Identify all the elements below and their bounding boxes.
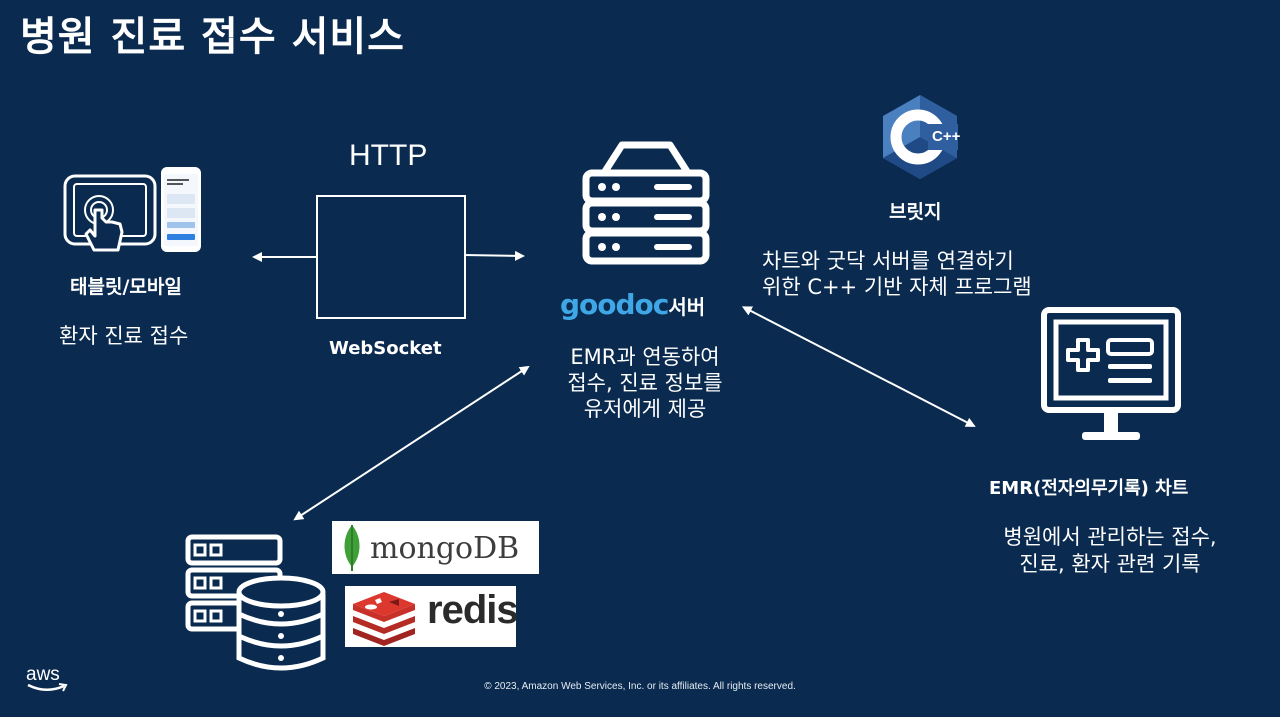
emr-desc-line: 진료, 환자 관련 기록 — [1019, 552, 1201, 576]
mongodb-logo: mongoDB — [332, 521, 539, 574]
bridge-label: 브릿지 — [889, 201, 942, 223]
emr-desc-line: 병원에서 관리하는 접수, — [1003, 525, 1217, 549]
http-label: HTTP — [349, 139, 428, 172]
emr-description: 병원에서 관리하는 접수, 진료, 환자 관련 기록 — [960, 524, 1260, 578]
protocol-box — [316, 195, 466, 319]
arrow-server-db — [293, 365, 530, 521]
server-icon — [582, 141, 710, 265]
emr-label: EMR(전자의무기록) 차트 — [989, 478, 1189, 499]
server-desc-line: 접수, 진료 정보를 — [567, 371, 723, 395]
tablet-label: 태블릿/모바일 — [70, 276, 182, 298]
aws-logo-text: aws — [26, 664, 60, 685]
tablet-mobile-icon — [63, 167, 201, 252]
server-desc-line: 유저에게 제공 — [583, 397, 707, 421]
mongodb-label: mongoDB — [370, 531, 520, 566]
redis-cube-icon — [353, 592, 415, 646]
websocket-label: WebSocket — [329, 338, 442, 359]
server-suffix: 서버 — [668, 295, 706, 319]
aws-logo: aws — [26, 664, 68, 692]
server-desc-line: EMR과 연동하여 — [570, 345, 720, 369]
redis-logo: redis — [345, 586, 519, 647]
tablet-description: 환자 진료 접수 — [59, 324, 189, 348]
bridge-description: 차트와 굿닥 서버를 연결하기 위한 C++ 기반 자체 프로그램 — [762, 248, 1032, 300]
aws-smile-icon — [27, 683, 68, 692]
page-title: 병원 진료 접수 서비스 — [20, 14, 405, 60]
mongodb-leaf-icon — [344, 525, 360, 571]
goodoc-logo: goodoc — [560, 288, 669, 321]
database-icon — [185, 534, 326, 671]
bridge-desc-line: 위한 C++ 기반 자체 프로그램 — [762, 275, 1032, 299]
footer-copyright: © 2023, Amazon Web Services, Inc. or its… — [484, 681, 796, 692]
bridge-desc-line: 차트와 굿닥 서버를 연결하기 — [762, 249, 1014, 273]
server-title: goodoc서버 — [560, 288, 705, 321]
cpp-icon-text: C++ — [932, 128, 961, 145]
server-description: EMR과 연동하여 접수, 진료 정보를 유저에게 제공 — [520, 344, 770, 422]
redis-label: redis — [427, 588, 519, 632]
arrow-server-emr — [741, 306, 976, 427]
emr-monitor-icon — [1041, 307, 1181, 440]
arrow-to-server — [463, 250, 525, 261]
cpp-icon: C++ — [883, 95, 961, 179]
